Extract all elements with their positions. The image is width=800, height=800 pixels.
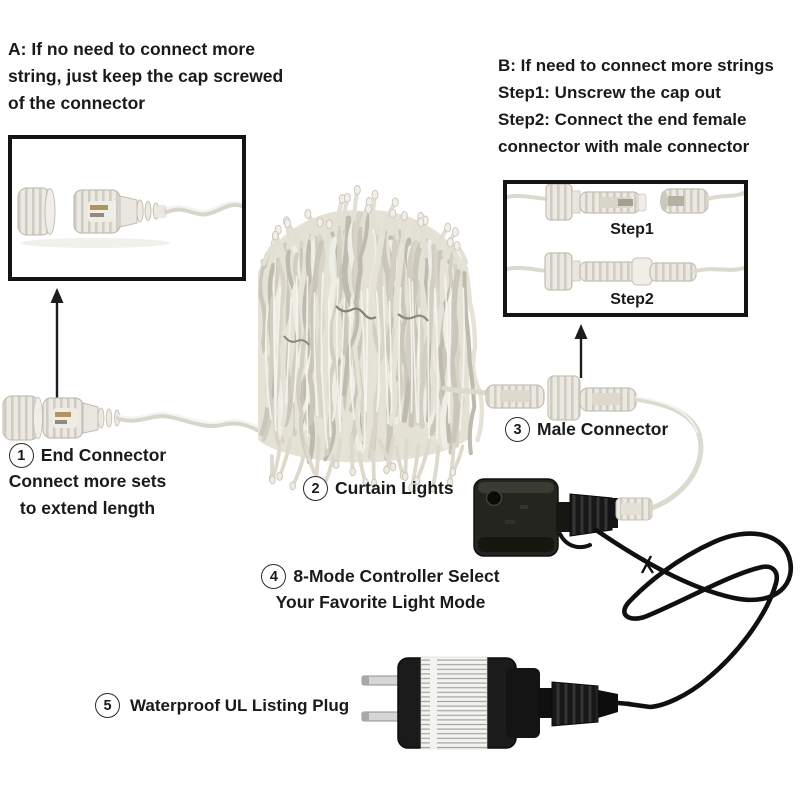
callout-number-3: 3 xyxy=(505,417,530,442)
callout-2-label: Curtain Lights xyxy=(335,478,454,498)
callout-male-connector: 3 Male Connector xyxy=(505,417,668,442)
callout-number-4: 4 xyxy=(261,564,287,589)
power-plug-photo xyxy=(361,656,633,750)
callout-1-label: End Connector xyxy=(40,445,167,465)
callout-5-label: Waterproof UL Listing Plug xyxy=(130,695,350,715)
male-connector-photo xyxy=(441,375,704,511)
end-connector-photo-boxed xyxy=(73,189,245,234)
instruction-b-line: connector with male connector xyxy=(498,137,750,156)
arrow-up-icon-b xyxy=(574,324,588,378)
instruction-a-line: string, just keep the cap screwed xyxy=(8,66,284,86)
instruction-b-line: Step1: Unscrew the cap out xyxy=(498,83,721,102)
end-connector-photo xyxy=(2,395,262,441)
callout-plug: 5 Waterproof UL Listing Plug xyxy=(95,693,349,718)
callout-curtain-lights: 2 Curtain Lights xyxy=(303,476,454,501)
step1-photo xyxy=(505,183,746,221)
instruction-a: A: If no need to connect more string, ju… xyxy=(8,36,283,117)
step2-photo xyxy=(505,252,746,291)
callout-number-2: 2 xyxy=(303,476,328,501)
curtain-lights-photo xyxy=(258,185,485,496)
callout-end-connector: 1 End Connector Connect more sets to ext… xyxy=(0,443,175,522)
instruction-b-line: B: If need to connect more strings xyxy=(498,56,774,75)
box-b-frame xyxy=(503,180,748,317)
instruction-b: B: If need to connect more strings Step1… xyxy=(498,52,774,160)
connector-cap-photo xyxy=(17,187,170,248)
callout-3-label: Male Connector xyxy=(537,419,669,439)
callout-4-label: 8-Mode Controller Select xyxy=(293,566,500,586)
step2-label: Step2 xyxy=(610,291,654,308)
arrow-up-icon-a xyxy=(50,288,64,402)
callout-4-sub: Your Favorite Light Mode xyxy=(275,592,486,612)
instruction-a-line: of the connector xyxy=(8,93,146,113)
callout-1-sub: Connect more sets xyxy=(8,471,167,491)
box-a-frame xyxy=(8,135,246,281)
instruction-a-line: A: If no need to connect more xyxy=(8,39,255,59)
callout-1-sub: to extend length xyxy=(19,498,156,518)
callout-number-5: 5 xyxy=(95,693,120,718)
instruction-b-line: Step2: Connect the end female xyxy=(498,110,747,129)
callout-number-1: 1 xyxy=(8,443,34,468)
callout-controller: 4 8-Mode Controller Select Your Favorite… xyxy=(258,564,503,616)
step1-label: Step1 xyxy=(610,221,654,238)
controller-photo xyxy=(473,478,653,557)
power-cable-photo xyxy=(593,527,793,710)
